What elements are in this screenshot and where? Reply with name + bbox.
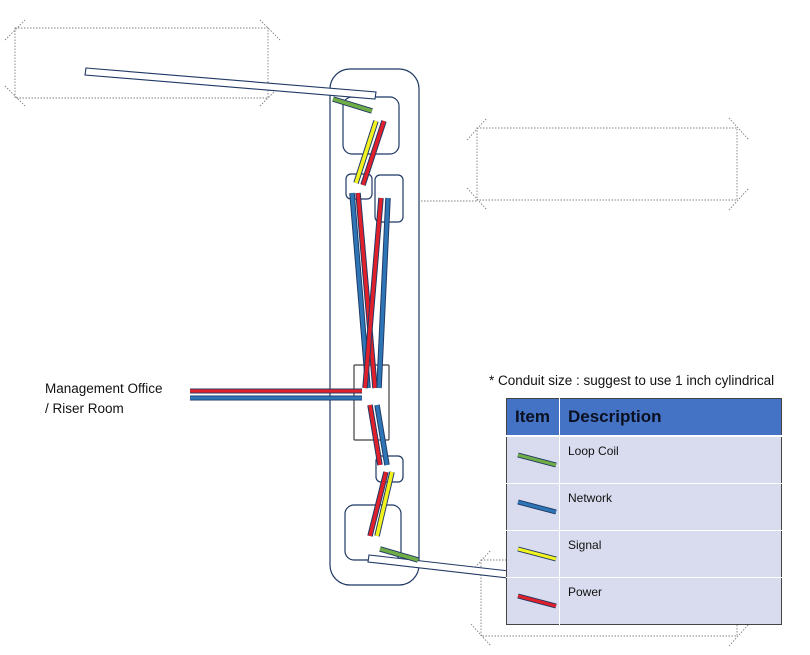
legend-row-loop-coil: Loop Coil: [506, 435, 782, 484]
legend-row-network: Network: [506, 483, 782, 531]
management-office-line2: / Riser Room: [45, 401, 124, 416]
network-swatch-icon: [517, 499, 557, 515]
legend-label-signal: Signal: [559, 530, 782, 578]
legend-label-power: Power: [559, 577, 782, 625]
legend-row-signal: Signal: [506, 530, 782, 578]
management-office-line1: Management Office: [45, 381, 163, 396]
loop-coil-bar-top: [84, 67, 377, 100]
power-swatch-icon: [517, 593, 557, 609]
legend-row-power: Power: [506, 577, 782, 625]
legend-header-item: Item: [506, 398, 560, 436]
legend-header-description: Description: [559, 398, 782, 436]
loop-coil-swatch-icon: [517, 452, 557, 468]
legend-label-network: Network: [559, 483, 782, 531]
management-office-label: Management Office / Riser Room: [45, 379, 163, 419]
loop-coil-bars: [84, 67, 510, 579]
legend-table: Item Description Loop Coil Network Signa…: [506, 398, 782, 625]
legend-label-loop-coil: Loop Coil: [559, 435, 782, 484]
signal-swatch-icon: [517, 546, 557, 562]
cables: [190, 96, 419, 563]
conduit-note: * Conduit size : suggest to use 1 inch c…: [489, 373, 775, 388]
parking-bay-top-left: [4, 19, 281, 107]
parking-bay-right: [403, 117, 750, 211]
legend-header-row: Item Description: [506, 398, 782, 436]
